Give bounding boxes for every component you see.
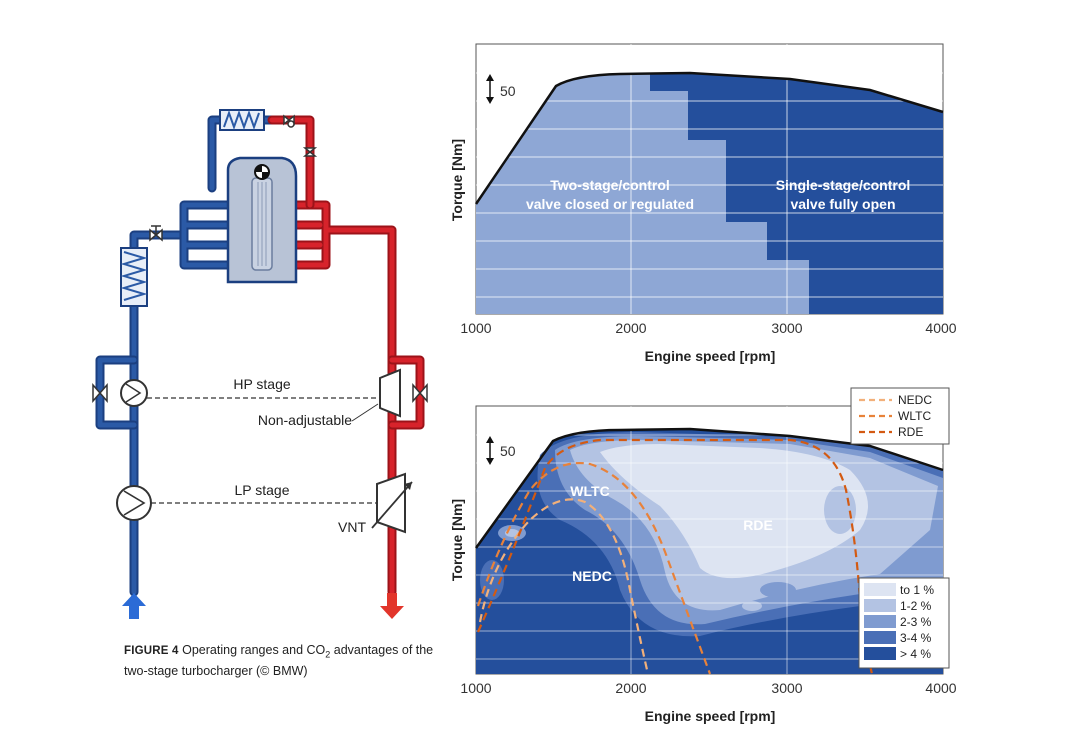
legend-label: NEDC (898, 393, 932, 407)
region-label-nedc: NEDC (572, 568, 612, 584)
x-tick-label: 4000 (925, 680, 956, 696)
caption-subscript: 2 (325, 649, 331, 660)
scale-swatch (864, 615, 896, 628)
scale-marker-label: 50 (500, 83, 516, 99)
x-tick-label: 1000 (460, 320, 491, 336)
leader-line (351, 403, 379, 422)
legend-label: WLTC (898, 409, 931, 423)
scale-swatch (864, 583, 896, 596)
annotation-two-stage-line2: valve closed or regulated (526, 196, 694, 212)
series-nedc (478, 498, 650, 675)
compressor-icon (120, 379, 148, 407)
series-rde (476, 438, 874, 675)
y-axis-label: Torque [Nm] (449, 499, 465, 581)
turbine-icon (379, 368, 401, 418)
scale-swatch (864, 631, 896, 644)
annotation-two-stage-line1: Two-stage/control (550, 177, 670, 193)
x-axis-label: Engine speed [rpm] (645, 348, 776, 364)
caption-text-before: Operating ranges and CO (182, 643, 326, 657)
caption-text-after: advantages of the two-stage turbocharger… (124, 643, 434, 678)
hp-stage-label: HP stage (233, 376, 291, 392)
x-tick-label: 3000 (771, 320, 802, 336)
scale-label: 2-3 % (900, 615, 932, 629)
scale-label: 1-2 % (900, 599, 932, 613)
valve-icon (302, 147, 318, 157)
valve-icon (92, 383, 108, 403)
scale-swatch (864, 647, 896, 660)
figure-caption: FIGURE 4 Operating ranges and CO2 advant… (124, 642, 444, 679)
legend-label: RDE (898, 425, 923, 439)
full-load-curve (474, 427, 944, 549)
scale-marker-label: 50 (500, 443, 516, 459)
engine-block-icon (226, 156, 298, 284)
region-label-rde: RDE (743, 517, 773, 533)
valve-icon (283, 114, 295, 128)
exhaust-arrow-icon (380, 593, 404, 619)
legend-color-scale: to 1 % 1-2 % 2-3 % 3-4 % > 4 % (858, 577, 950, 669)
y-axis-label: Torque [Nm] (449, 139, 465, 221)
grid (476, 44, 943, 314)
scale-label: to 1 % (900, 583, 934, 597)
contour-map (476, 429, 943, 674)
annotation-single-stage-line2: valve fully open (790, 196, 895, 212)
intake-arrow-icon (122, 593, 146, 619)
x-tick-label: 4000 (925, 320, 956, 336)
full-load-curve (474, 71, 944, 205)
heat-exchanger-icon (219, 109, 265, 131)
x-tick-label: 2000 (615, 680, 646, 696)
caption-label: FIGURE 4 (124, 645, 179, 657)
valve-icon (412, 383, 428, 403)
series-wltc (476, 462, 712, 675)
annotation-single-stage-line1: Single-stage/control (776, 177, 911, 193)
chart-operating-ranges: 50 Two-stage/control valve closed or reg… (449, 43, 957, 364)
valve-icon (149, 225, 163, 242)
region-two-stage (476, 74, 809, 314)
x-tick-label: 1000 (460, 680, 491, 696)
scale-label: > 4 % (900, 647, 931, 661)
scale-marker: 50 (486, 436, 516, 465)
x-tick-label: 2000 (615, 320, 646, 336)
x-axis-label: Engine speed [rpm] (645, 708, 776, 724)
scale-swatch (864, 599, 896, 612)
chart-co2-advantage: 50 WLTC NEDC RDE NEDC WLTC RDE to 1 % 1-… (449, 387, 957, 724)
x-tick-label: 3000 (771, 680, 802, 696)
turbo-schematic: HP stage Non-adjustable LP stage VNT (92, 109, 428, 619)
scale-marker: 50 (486, 74, 516, 104)
lp-stage-label: LP stage (234, 482, 289, 498)
scale-label: 3-4 % (900, 631, 932, 645)
legend-cycles: NEDC WLTC RDE (850, 387, 950, 445)
heat-exchanger-icon (120, 247, 148, 307)
vnt-label: VNT (338, 519, 366, 535)
non-adjustable-label: Non-adjustable (258, 412, 352, 428)
intake-path (95, 115, 277, 597)
bmw-logo-icon (254, 164, 270, 180)
turbine-icon (371, 472, 413, 534)
region-label-wltc: WLTC (570, 483, 609, 499)
compressor-icon (116, 485, 152, 521)
